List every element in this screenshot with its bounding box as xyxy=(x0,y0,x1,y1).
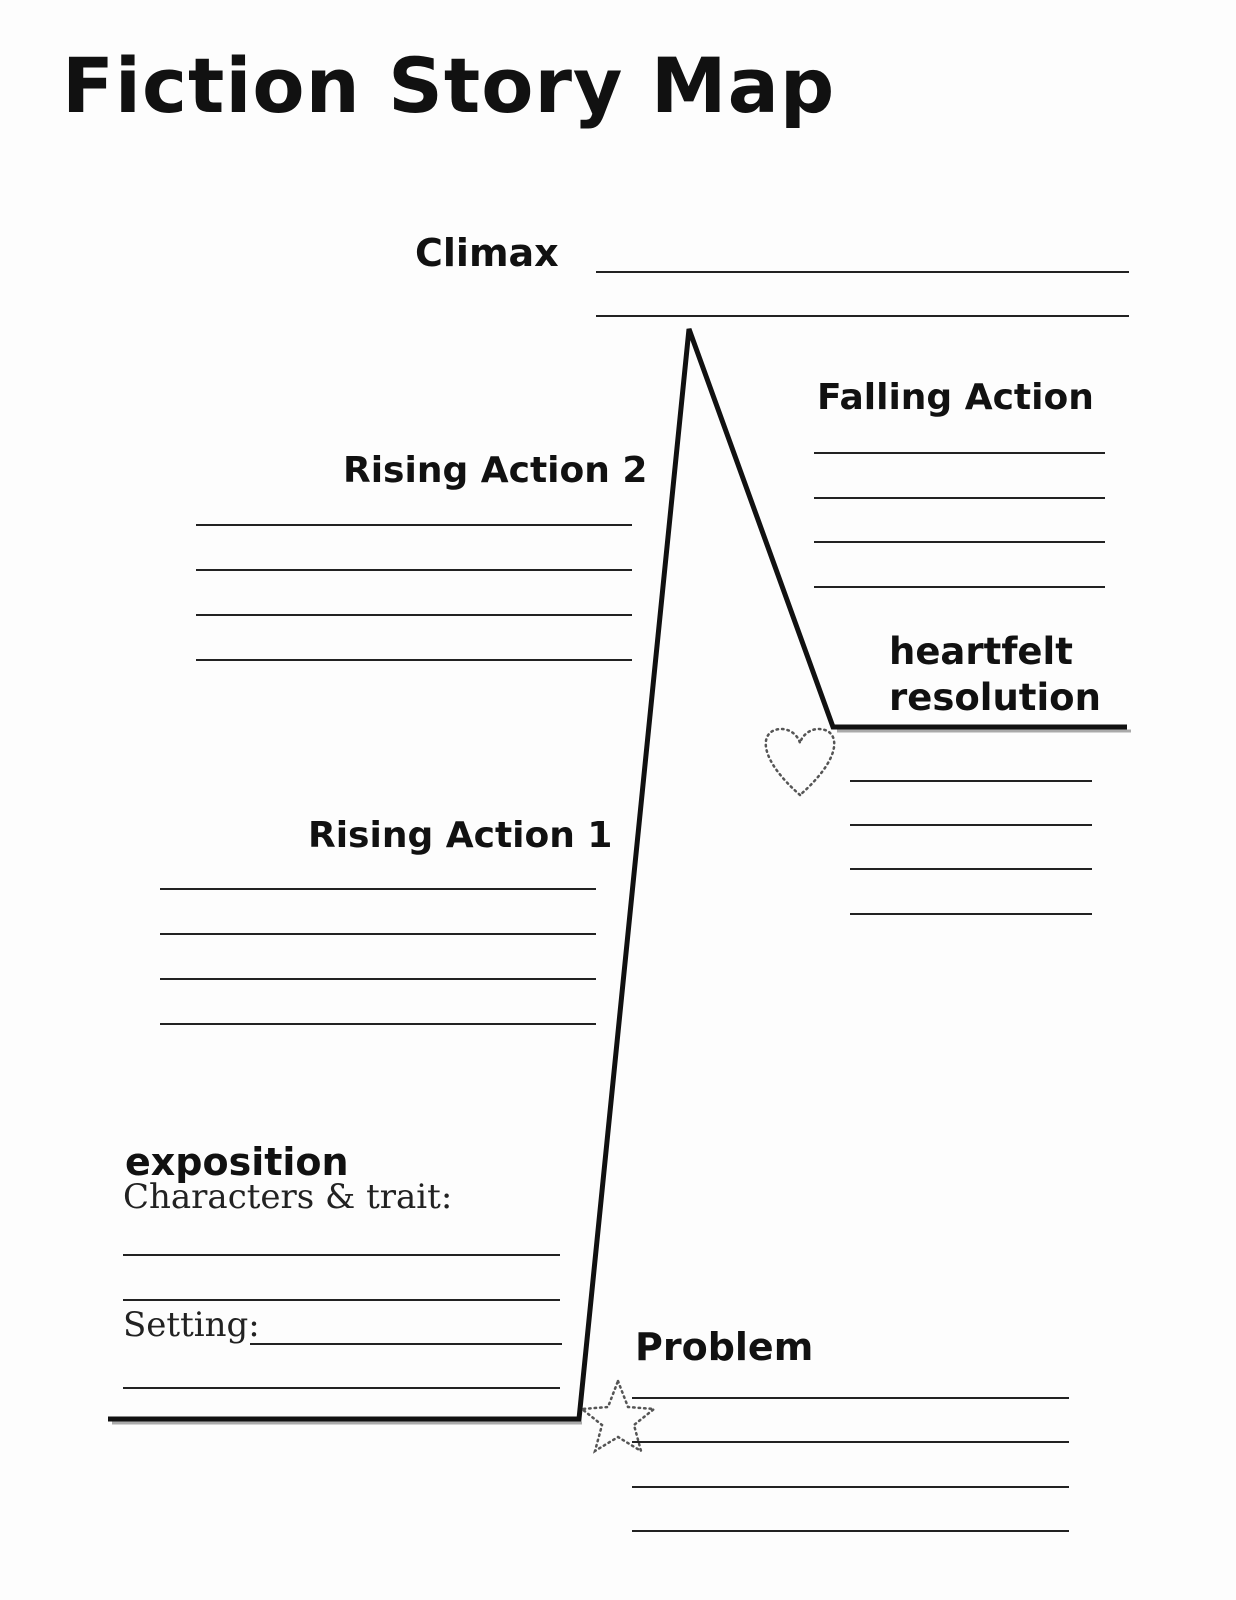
characters-line-2[interactable] xyxy=(123,1299,560,1301)
exposition-label: exposition xyxy=(125,1140,349,1184)
falling-action-line-3[interactable] xyxy=(814,541,1105,543)
resolution-line-2[interactable] xyxy=(850,824,1092,826)
falling-action-line-4[interactable] xyxy=(814,586,1105,588)
rising-action-2-line-4[interactable] xyxy=(196,659,632,661)
rising-action-2-label: Rising Action 2 xyxy=(343,450,648,491)
problem-line-1[interactable] xyxy=(632,1397,1069,1399)
falling-action-line-2[interactable] xyxy=(814,497,1105,499)
setting-line-2[interactable] xyxy=(123,1387,560,1389)
problem-line-4[interactable] xyxy=(632,1530,1069,1532)
plot-line xyxy=(108,328,1127,1422)
rising-action-2-line-1[interactable] xyxy=(196,524,632,526)
falling-action-label: Falling Action xyxy=(817,377,1094,418)
resolution-line-3[interactable] xyxy=(850,868,1092,870)
page-title: Fiction Story Map xyxy=(62,41,836,130)
characters-line-1[interactable] xyxy=(123,1254,560,1256)
star-outline-icon xyxy=(578,1377,658,1454)
rising-action-1-line-3[interactable] xyxy=(160,978,596,980)
climax-line-2[interactable] xyxy=(596,315,1129,317)
characters-label: Characters & trait: xyxy=(123,1177,453,1217)
problem-line-3[interactable] xyxy=(632,1486,1069,1488)
falling-action-line-1[interactable] xyxy=(814,452,1105,454)
heart-outline-icon xyxy=(764,727,836,797)
climax-line-1[interactable] xyxy=(596,271,1129,273)
resolution-line-4[interactable] xyxy=(850,913,1092,915)
rising-action-1-line-1[interactable] xyxy=(160,888,596,890)
rising-action-2-line-2[interactable] xyxy=(196,569,632,571)
rising-action-2-line-3[interactable] xyxy=(196,614,632,616)
rising-action-1-line-4[interactable] xyxy=(160,1023,596,1025)
setting-line-1[interactable] xyxy=(250,1343,562,1345)
problem-line-2[interactable] xyxy=(632,1441,1069,1443)
rising-action-1-line-2[interactable] xyxy=(160,933,596,935)
resolution-label-line-2: resolution xyxy=(889,676,1101,719)
resolution-label-line-1: heartfelt xyxy=(889,630,1073,673)
setting-label: Setting: xyxy=(123,1305,260,1345)
problem-label: Problem xyxy=(635,1325,814,1369)
climax-label: Climax xyxy=(415,231,559,275)
resolution-line-1[interactable] xyxy=(850,780,1092,782)
rising-action-1-label: Rising Action 1 xyxy=(308,815,613,856)
